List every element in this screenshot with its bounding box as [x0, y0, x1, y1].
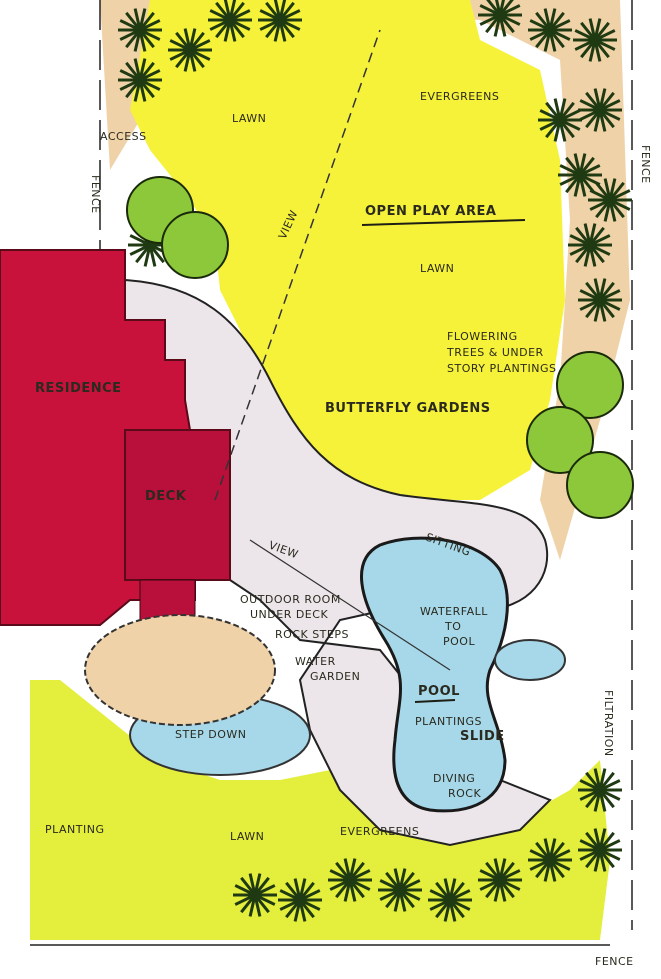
label-diving-rock-1: DIVING: [433, 772, 475, 785]
water-garden-pond-small: [494, 639, 566, 681]
evergreen-tree-icon: [528, 838, 572, 882]
flowering-tree-icon: [566, 451, 634, 519]
label-step-down: STEP DOWN: [175, 728, 247, 741]
label-plantings: PLANTINGS: [415, 715, 482, 728]
label-lawn-top: LAWN: [232, 112, 266, 125]
evergreen-tree-icon: [378, 868, 422, 912]
evergreen-tree-icon: [528, 8, 572, 52]
label-access: ACCESS: [100, 130, 147, 143]
label-flowering-2: TREES & UNDER: [446, 346, 544, 359]
garden-path: [124, 278, 552, 847]
evergreen-tree-icon: [578, 828, 622, 872]
label-evergreens-bottom: EVERGREENS: [340, 825, 419, 838]
label-planting: PLANTING: [45, 823, 104, 836]
evergreen-tree-icon: [278, 878, 322, 922]
label-residence: RESIDENCE: [35, 381, 122, 396]
label-water-garden-2: GARDEN: [310, 670, 360, 683]
label-waterfall-1: WATERFALL: [420, 605, 488, 618]
evergreen-tree-icon: [208, 0, 252, 42]
evergreen-tree-icon: [558, 153, 602, 197]
label-lawn-bottom: LAWN: [230, 830, 264, 843]
label-outdoor-room-1: OUTDOOR ROOM: [240, 593, 341, 606]
label-butterfly-gardens: BUTTERFLY GARDENS: [325, 401, 491, 416]
evergreen-tree-icon: [478, 858, 522, 902]
label-fence-bottom: FENCE: [595, 955, 634, 968]
label-filtration: FILTRATION: [602, 690, 615, 757]
label-pool: POOL: [418, 684, 460, 699]
pool: [360, 536, 509, 813]
evergreen-tree-icon: [578, 278, 622, 322]
evergreen-tree-icon: [573, 18, 617, 62]
label-outdoor-room-2: UNDER DECK: [250, 608, 328, 621]
evergreen-tree-icon: [538, 98, 582, 142]
label-waterfall-3: POOL: [443, 635, 475, 648]
label-fence-left: FENCE: [89, 175, 102, 214]
label-fence-right: FENCE: [639, 145, 652, 184]
evergreen-tree-icon: [328, 858, 372, 902]
label-flowering-1: FLOWERING: [447, 330, 518, 343]
evergreen-tree-icon: [118, 8, 162, 52]
label-evergreens-top: EVERGREENS: [420, 90, 499, 103]
evergreen-tree-icon: [258, 0, 302, 42]
evergreen-tree-icon: [118, 58, 162, 102]
rock-steps: [84, 614, 276, 726]
lawn-lower: [30, 680, 610, 940]
label-waterfall-2: TO: [444, 620, 461, 633]
label-deck: DECK: [145, 489, 187, 504]
flowering-tree-icon: [556, 351, 624, 419]
evergreen-tree-icon: [233, 873, 277, 917]
lawn-open-play-area: [130, 0, 565, 500]
evergreen-tree-icon: [168, 28, 212, 72]
evergreen-tree-icon: [428, 878, 472, 922]
label-open-play-area: OPEN PLAY AREA: [365, 204, 496, 219]
flowering-tree-icon: [526, 406, 594, 474]
deck: [124, 429, 231, 581]
label-slide: SLIDE: [460, 729, 505, 744]
label-diving-rock-2: ROCK: [448, 787, 481, 800]
view-arrow: [214, 29, 381, 501]
evergreen-tree-icon: [578, 768, 622, 812]
flowering-tree-icon: [161, 211, 229, 279]
trees: [118, 0, 634, 922]
label-flowering-3: STORY PLANTINGS: [447, 362, 556, 375]
evergreen-tree-icon: [588, 178, 632, 222]
evergreen-tree-icon: [568, 223, 612, 267]
view-arrow-2: [249, 539, 451, 671]
evergreen-tree-icon: [578, 88, 622, 132]
evergreen-tree-icon: [478, 0, 522, 37]
label-lawn-middle: LAWN: [420, 262, 454, 275]
label-rock-steps: ROCK STEPS: [275, 628, 349, 641]
label-water-garden-1: WATER: [295, 655, 336, 668]
